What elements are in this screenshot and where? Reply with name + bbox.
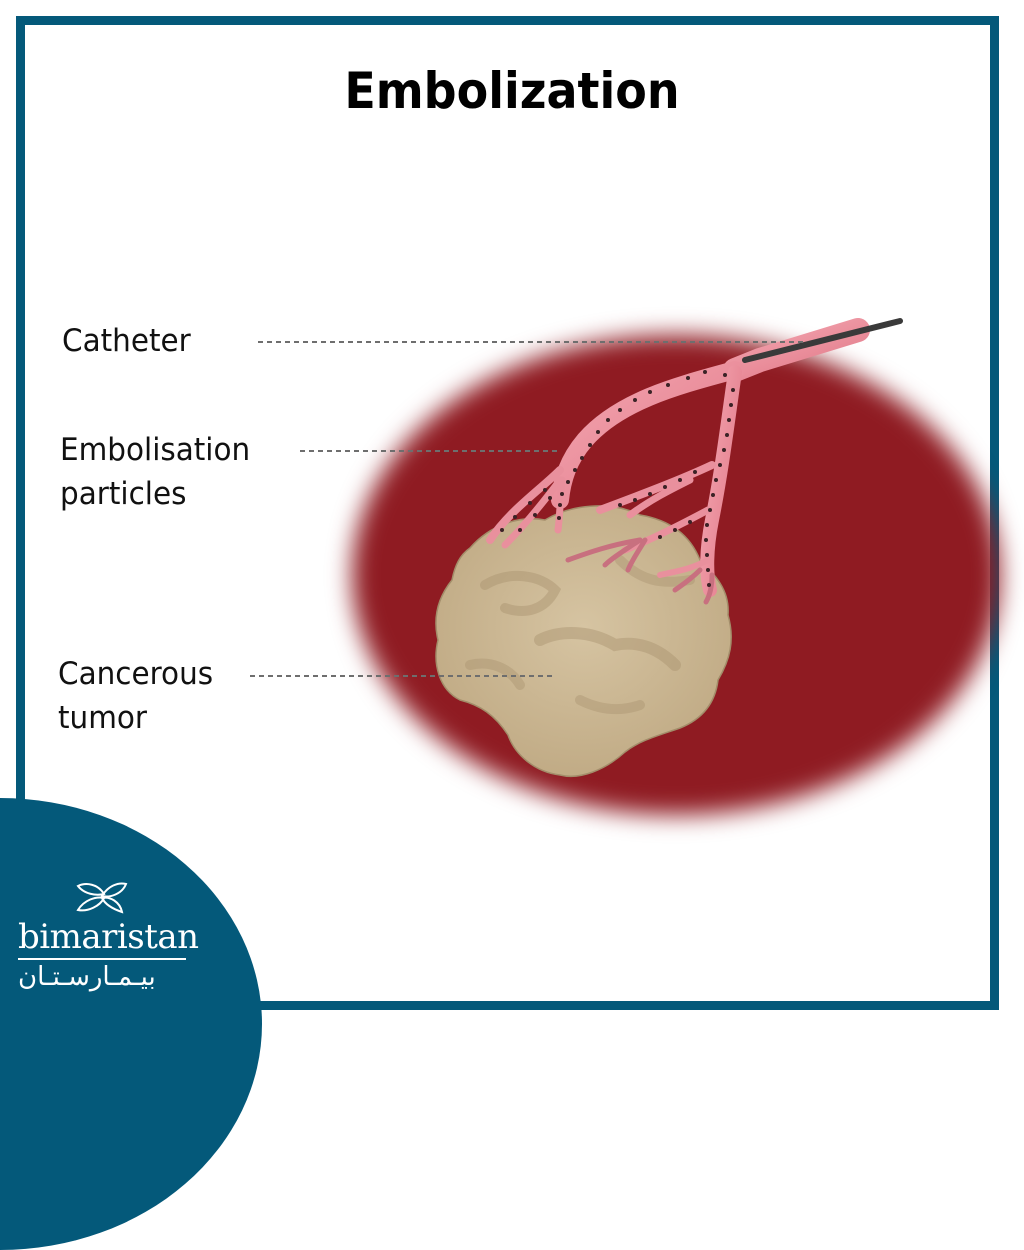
label-tumor-line1: Cancerous xyxy=(58,656,214,692)
logo-name-arabic: بيـمـارسـتـان xyxy=(18,962,156,992)
logo-name-latin: bimaristan xyxy=(18,917,199,957)
label-catheter: Catheter xyxy=(62,319,191,363)
label-particles-line1: Embolisation xyxy=(60,432,251,468)
logo-divider xyxy=(18,958,186,960)
label-embolisation-particles: Embolisation particles xyxy=(60,428,250,516)
butterfly-leaf-icon xyxy=(76,882,128,914)
label-particles-line2: particles xyxy=(60,476,187,512)
label-cancerous-tumor: Cancerous tumor xyxy=(58,652,213,740)
catheter-tube xyxy=(742,318,903,363)
bimaristan-logo: bimaristan بيـمـارسـتـان xyxy=(18,880,199,992)
embolization-illustration xyxy=(250,318,903,777)
diagram-title: Embolization xyxy=(344,62,680,120)
label-tumor-line2: tumor xyxy=(58,700,148,736)
embolisation-particles xyxy=(500,370,735,587)
leader-lines xyxy=(250,341,805,677)
cancerous-tumor xyxy=(435,505,732,777)
label-catheter-text: Catheter xyxy=(62,323,191,359)
